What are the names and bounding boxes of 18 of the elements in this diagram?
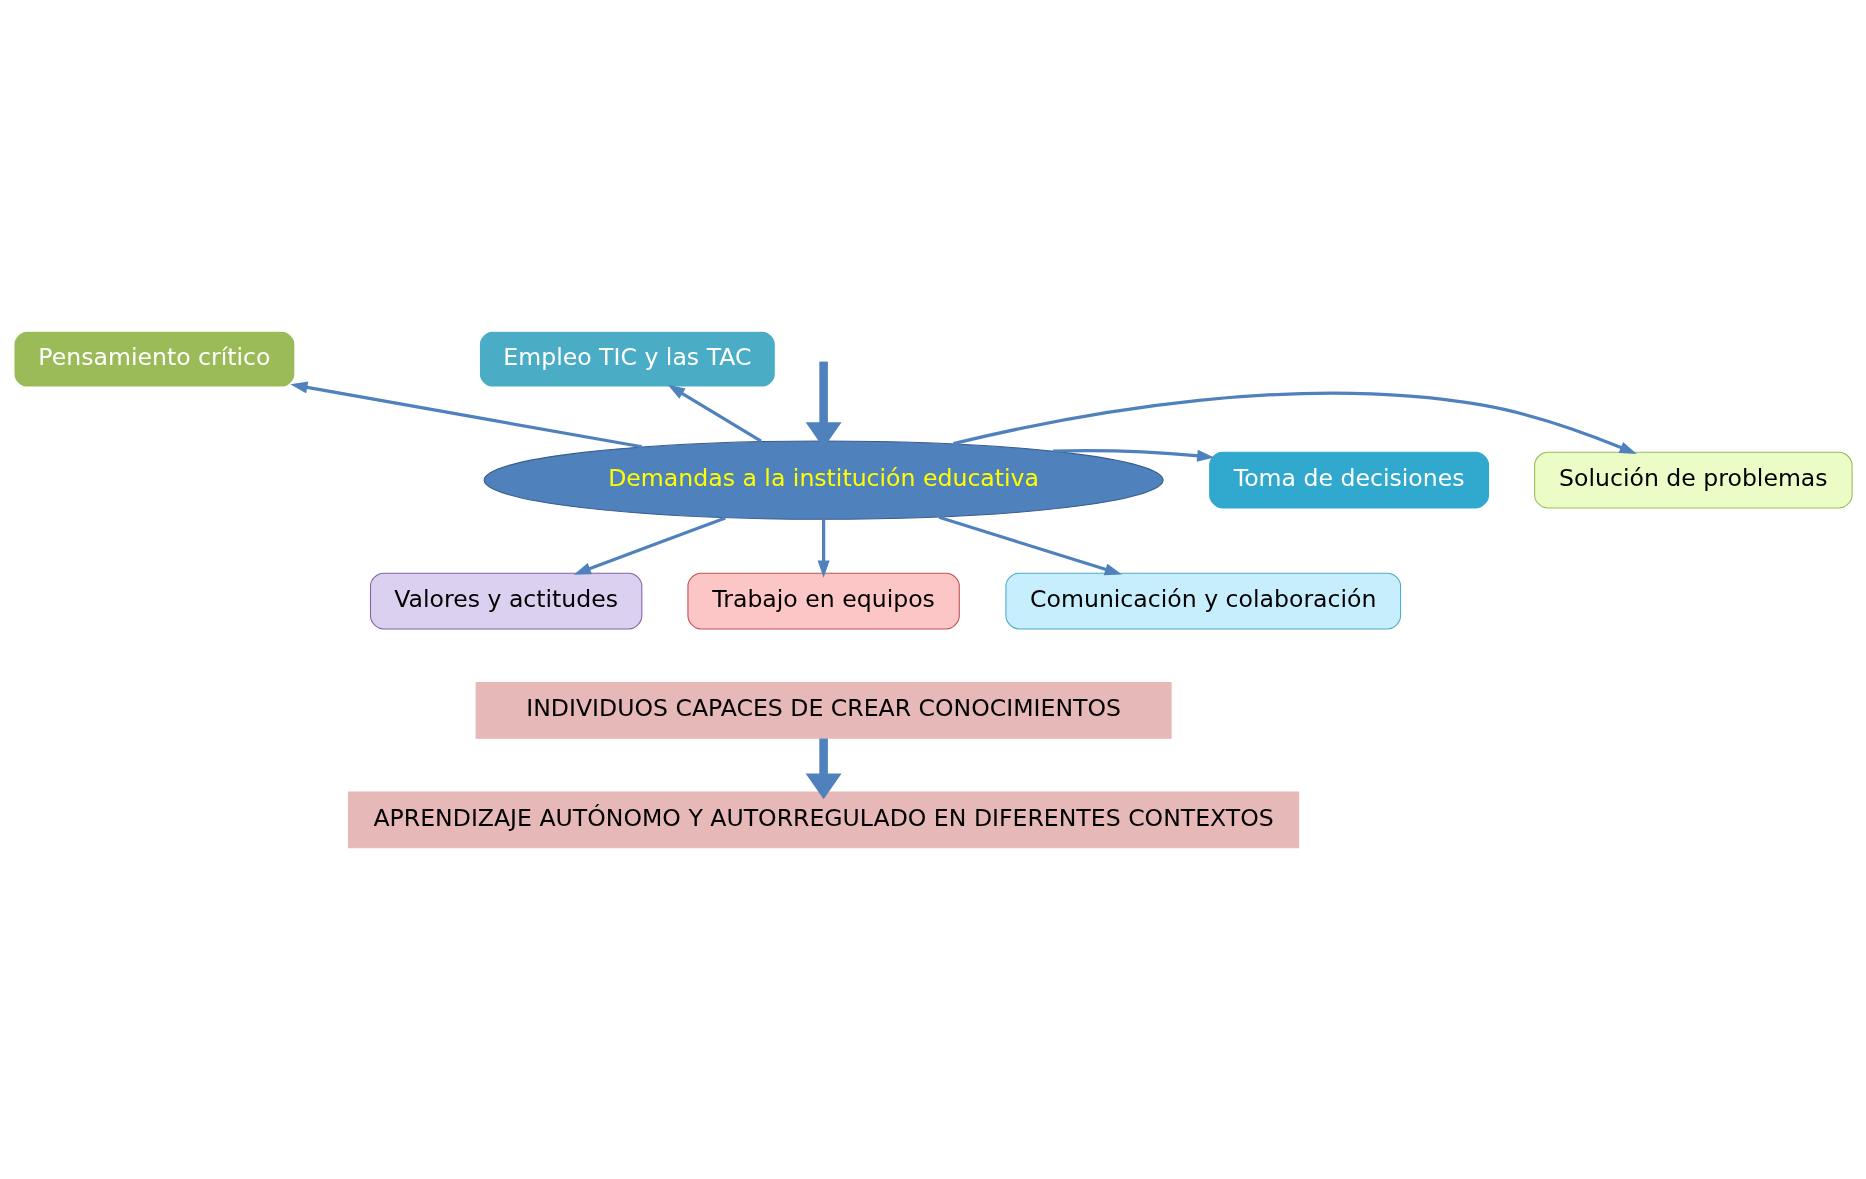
node-ellipse: Demandas a la institución educativa bbox=[483, 440, 1164, 520]
node-box: Toma de decisiones bbox=[1209, 451, 1490, 509]
arrow bbox=[667, 384, 762, 443]
node-box: Solución de problemas bbox=[1534, 451, 1853, 509]
node-box: Empleo TIC y las TAC bbox=[478, 330, 776, 388]
node-box: APRENDIZAJE AUTÓNOMO Y AUTORREGULADO EN DIFERENTES CONTEXTOS bbox=[348, 791, 1300, 849]
arrow bbox=[1052, 448, 1215, 462]
arrow bbox=[953, 391, 1637, 455]
arrow bbox=[290, 381, 643, 449]
node-box: Valores y actitudes bbox=[369, 572, 643, 630]
arrow bbox=[573, 516, 726, 575]
node-box: Pensamiento crítico bbox=[13, 330, 296, 388]
arrow bbox=[938, 515, 1122, 576]
node-box: Trabajo en equipos bbox=[687, 572, 960, 630]
node-box: INDIVIDUOS CAPACES DE CREAR CONOCIMIENTOS bbox=[475, 682, 1172, 739]
arrow bbox=[805, 738, 842, 800]
arrow bbox=[817, 519, 830, 578]
node-box: Comunicación y colaboración bbox=[1005, 572, 1402, 630]
